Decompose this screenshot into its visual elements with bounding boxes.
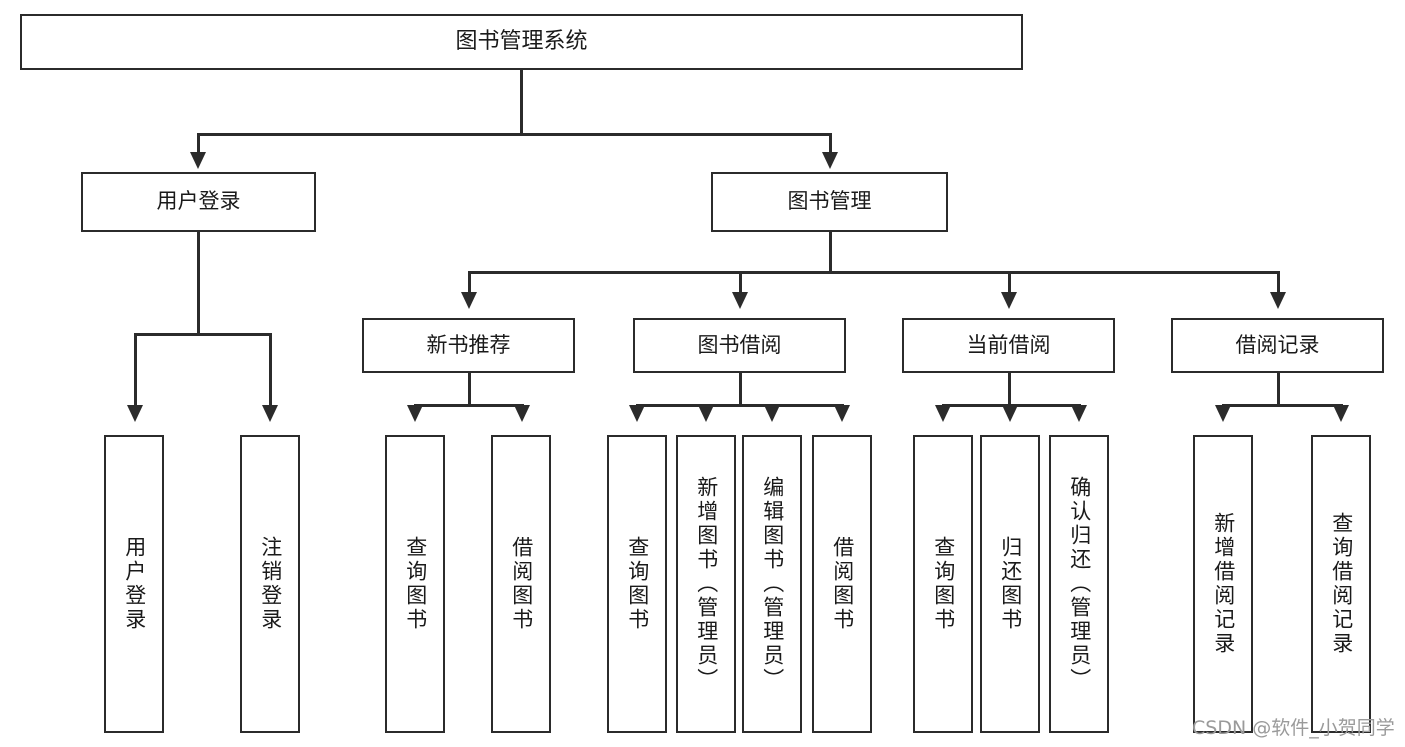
- leaf-new-book-1[interactable]: 借阅图书: [491, 435, 551, 733]
- leaf-borrow-0[interactable]: 查询图书: [607, 435, 667, 733]
- node-label: 借阅记录: [1235, 332, 1320, 357]
- node-label: 查询图书: [931, 536, 956, 632]
- node-book-borrow[interactable]: 图书借阅: [633, 318, 846, 373]
- node-borrow-records[interactable]: 借阅记录: [1171, 318, 1384, 373]
- leaf-borrow-3[interactable]: 借阅图书: [812, 435, 872, 733]
- arrowhead-level3-1: [732, 292, 748, 309]
- connector-drop-level3-0: [468, 271, 471, 295]
- connector-user-login-bus: [134, 333, 271, 336]
- node-current-borrow[interactable]: 当前借阅: [902, 318, 1115, 373]
- node-label: 当前借阅: [966, 332, 1051, 357]
- node-label: 图书管理: [787, 189, 872, 214]
- leaf-current-2[interactable]: 确认归还（管理员）: [1049, 435, 1109, 733]
- node-label: 用户登录: [122, 536, 147, 632]
- arrowhead-user-login: [190, 152, 206, 169]
- connector-user-login-stem: [197, 232, 200, 335]
- arrowhead-newbook-0: [407, 405, 423, 422]
- node-label: 借阅图书: [830, 536, 855, 632]
- arrowhead-leaf-user-login-1: [262, 405, 278, 422]
- node-label: 用户登录: [156, 189, 241, 214]
- connector-book-manage-stem: [829, 232, 832, 274]
- node-label: 注销登录: [258, 536, 283, 632]
- arrowhead-current-0: [935, 405, 951, 422]
- connector-new-book-bus: [414, 404, 524, 407]
- node-label: 编辑图书（管理员）: [760, 476, 785, 692]
- connector-level2-bus: [197, 133, 832, 136]
- node-user-login[interactable]: 用户登录: [81, 172, 316, 232]
- arrowhead-current-2: [1071, 405, 1087, 422]
- node-label: 新增图书（管理员）: [694, 476, 719, 692]
- node-label: 查询借阅记录: [1329, 512, 1354, 656]
- node-label: 图书管理系统: [455, 28, 588, 54]
- csdn-watermark: CSDN @软件_小贺同学: [1192, 717, 1395, 739]
- node-new-book-recommend[interactable]: 新书推荐: [362, 318, 575, 373]
- leaf-new-book-0[interactable]: 查询图书: [385, 435, 445, 733]
- connector-drop-level3-3: [1277, 271, 1280, 295]
- connector-new-book-stem: [468, 373, 471, 407]
- node-label: 图书借阅: [697, 332, 782, 357]
- connector-drop-level3-1: [739, 271, 742, 295]
- connector-drop-leaf-user-login-1: [269, 333, 272, 408]
- connector-borrow-stem: [739, 373, 742, 407]
- connector-borrow-bus: [636, 404, 843, 407]
- node-label: 借阅图书: [509, 536, 534, 632]
- connector-drop-leaf-user-login-0: [134, 333, 137, 408]
- leaf-user-login-1[interactable]: 注销登录: [240, 435, 300, 733]
- connector-drop-book-manage: [829, 133, 832, 155]
- node-root-system[interactable]: 图书管理系统: [20, 14, 1023, 70]
- node-label: 新书推荐: [426, 332, 511, 357]
- arrowhead-current-1: [1002, 405, 1018, 422]
- node-label: 确认归还（管理员）: [1067, 476, 1092, 692]
- arrowhead-borrow-0: [629, 405, 645, 422]
- connector-drop-level3-2: [1008, 271, 1011, 295]
- arrowhead-leaf-user-login-0: [127, 405, 143, 422]
- node-book-management[interactable]: 图书管理: [711, 172, 948, 232]
- connector-drop-user-login: [197, 133, 200, 155]
- arrowhead-borrow-2: [764, 405, 780, 422]
- connector-records-stem: [1277, 373, 1280, 407]
- arrowhead-level3-0: [461, 292, 477, 309]
- leaf-current-0[interactable]: 查询图书: [913, 435, 973, 733]
- node-label: 查询图书: [625, 536, 650, 632]
- arrowhead-book-manage: [822, 152, 838, 169]
- leaf-current-1[interactable]: 归还图书: [980, 435, 1040, 733]
- leaf-borrow-2[interactable]: 编辑图书（管理员）: [742, 435, 802, 733]
- node-label: 查询图书: [403, 536, 428, 632]
- node-label: 新增借阅记录: [1211, 512, 1236, 656]
- node-label: 归还图书: [998, 536, 1023, 632]
- connector-root-stem: [520, 70, 523, 135]
- arrowhead-newbook-1: [514, 405, 530, 422]
- leaf-records-0[interactable]: 新增借阅记录: [1193, 435, 1253, 733]
- connector-records-bus: [1222, 404, 1342, 407]
- arrowhead-level3-3: [1270, 292, 1286, 309]
- connector-current-stem: [1008, 373, 1011, 407]
- leaf-records-1[interactable]: 查询借阅记录: [1311, 435, 1371, 733]
- leaf-borrow-1[interactable]: 新增图书（管理员）: [676, 435, 736, 733]
- arrowhead-records-0: [1215, 405, 1231, 422]
- arrowhead-borrow-1: [698, 405, 714, 422]
- leaf-user-login-0[interactable]: 用户登录: [104, 435, 164, 733]
- arrowhead-borrow-3: [834, 405, 850, 422]
- connector-level3-bus: [468, 271, 1279, 274]
- arrowhead-records-1: [1333, 405, 1349, 422]
- arrowhead-level3-2: [1001, 292, 1017, 309]
